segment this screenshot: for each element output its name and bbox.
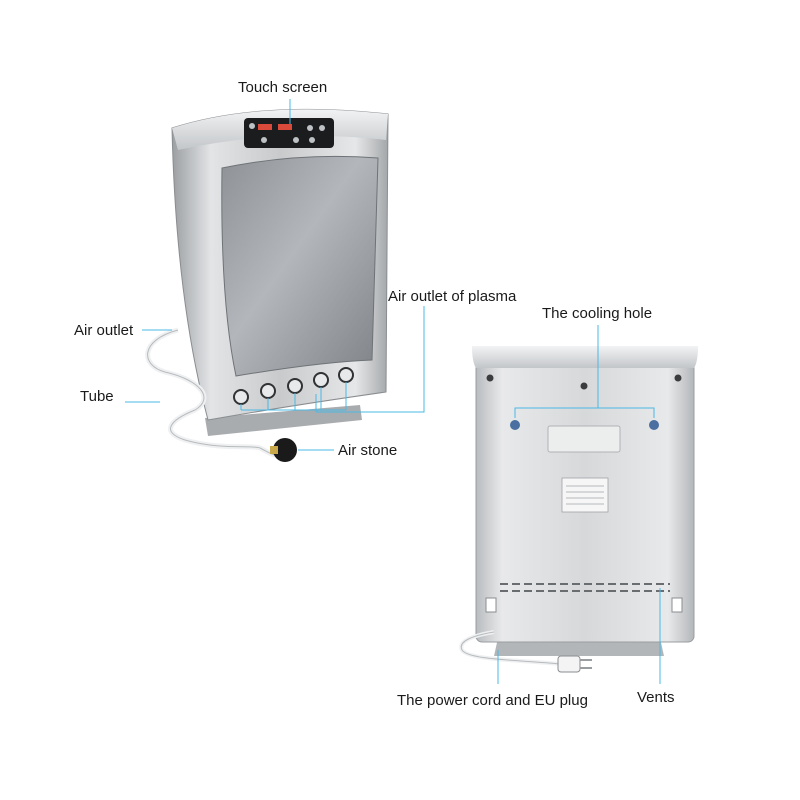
front-unit-base [205,405,362,436]
mounting-hole-icon [674,374,682,382]
touch-screen [244,118,334,148]
cooling-hole-icon [510,420,520,430]
touch-button-icon [249,123,255,129]
plasma-outlet-icon [233,389,249,405]
leader-plasma [316,306,425,413]
back-unit [459,346,698,673]
plasma-outlet-icon [313,372,329,388]
mounting-hole-icon [580,382,588,390]
handle-recess [547,425,621,453]
label-touch-screen: Touch screen [238,79,328,96]
plasma-outlet-icon [287,378,303,394]
leader-lines [125,99,661,684]
vents-grille [500,583,670,592]
touch-button-icon [319,125,325,131]
label-tube: Tube [80,388,114,405]
plasma-outlet-icon [338,367,354,383]
side-clip [671,597,683,613]
touch-screen-display [278,124,292,130]
label-cooling-hole: The cooling hole [542,305,653,322]
air-stone-icon [273,438,297,462]
label-power-cord: The power cord and EU plug [397,692,588,709]
touch-screen-display [258,124,272,130]
air-stone-connector [270,446,278,454]
front-panel [221,155,379,377]
front-unit [145,108,389,462]
spec-sticker [561,477,609,513]
plasma-outlet-icon [260,383,276,399]
tube-outline [147,329,277,456]
touch-button-icon [307,125,313,131]
cooling-hole-icon [649,420,659,430]
label-vents: Vents [637,689,675,706]
touch-button-icon [293,137,299,143]
back-unit-top [472,346,698,368]
touch-button-icon [309,137,315,143]
mounting-hole-icon [486,374,494,382]
label-air-outlet: Air outlet [74,322,134,339]
label-air-outlet-plasma: Air outlet of plasma [388,288,517,305]
side-clip [485,597,497,613]
label-air-stone: Air stone [338,442,398,459]
eu-plug-icon [557,655,581,673]
touch-button-icon [261,137,267,143]
